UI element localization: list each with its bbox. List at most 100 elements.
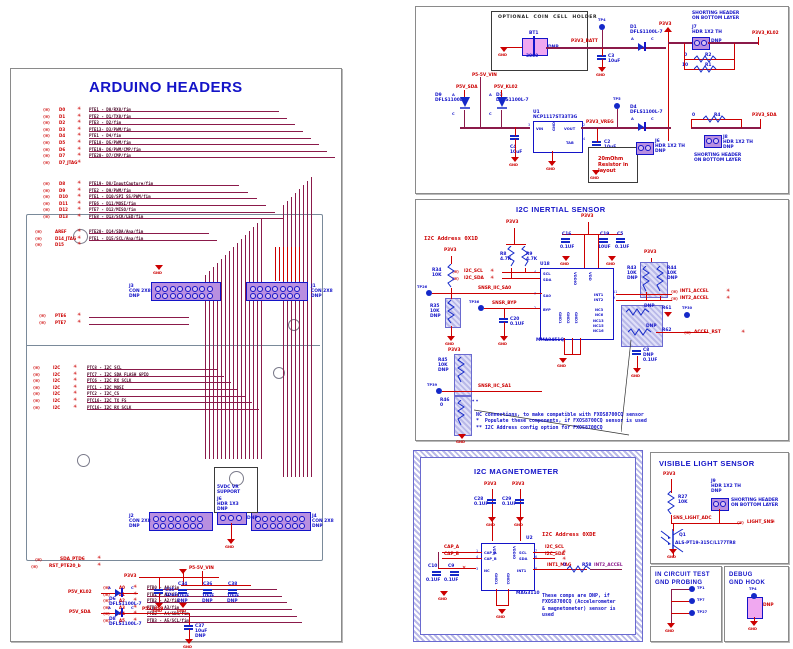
magnetometer-note: These comps are DNP, if FXOS8700CQ (Acce…	[542, 593, 616, 619]
bus-wire	[311, 177, 312, 477]
port-symbol: ⟨≡⟩	[43, 159, 51, 165]
j9-wire	[719, 509, 720, 523]
connector-pin	[294, 293, 301, 299]
net-label-sda-ptd6: SDA_PTD6	[60, 557, 85, 562]
net-label-sns-light-adc: SNS_LIGHT_ADC	[673, 516, 712, 521]
testpoint-tp7[interactable]	[689, 598, 695, 604]
connector-pin	[287, 286, 293, 292]
shorting-note: SHORTING HEADER ON BOTTOM LAYER	[731, 498, 779, 509]
signal-wire	[89, 205, 266, 206]
gnd-symbol	[185, 639, 193, 644]
signal-wire	[89, 317, 189, 319]
connector-j5-pin	[236, 515, 242, 521]
signal-descriptor: PTE3 - D2/fim	[89, 120, 122, 126]
signal-descriptor: PTE2 - D9/PWM/fim	[89, 187, 131, 193]
connector-pin	[272, 293, 279, 299]
ic-pin-vddio: VDDIO	[512, 546, 516, 560]
connector-pin	[279, 293, 286, 299]
testpoint-tp30[interactable]	[684, 312, 690, 318]
port-symbol-light: ⟨≡⟩	[737, 520, 745, 525]
testpoint-tp26[interactable]	[426, 290, 432, 296]
junction-cross-icon: ✳	[726, 295, 731, 301]
connector-j3[interactable]	[151, 282, 221, 301]
cap-c5-value: 0.1UF	[615, 245, 630, 250]
signal-descriptor: PTE1 - D15/SCL/Ana/fim	[89, 235, 144, 241]
ic-pin-sda: SDA	[543, 278, 552, 282]
net-label-p5v-usb: P5V_USB	[142, 607, 164, 612]
ic-pin-nc: NC	[484, 569, 490, 573]
testpoint-tp36[interactable]	[478, 305, 484, 311]
port-symbol: ⟨≡⟩	[33, 398, 41, 403]
ic-pin-vdd: VDD	[492, 546, 496, 555]
j7-out-wire	[708, 42, 758, 44]
connector-j5-pin	[228, 515, 234, 521]
arduino-pin-label: A0	[119, 585, 125, 590]
signal-descriptor: PTC6 - I2C_RX_SCLK	[87, 378, 132, 384]
battery-bt1-designator: BT1	[529, 31, 539, 36]
junction-cross-icon: ✳	[77, 213, 82, 219]
signal-descriptor: PTE20- D7/CMP/fim	[89, 153, 131, 159]
resistor-r8-symbol	[507, 246, 515, 267]
header-j6-pin	[645, 145, 651, 151]
connector-pin	[153, 516, 159, 522]
cap-c37-wire	[189, 629, 190, 639]
diode-d4-anode-pin: A	[631, 117, 634, 121]
ic-pin-gnd3: GND3	[574, 312, 578, 324]
testpoint-tp5[interactable]	[614, 103, 620, 109]
junction-cross-icon: ✳	[73, 390, 78, 397]
r1-wire	[684, 69, 734, 70]
signal-wire	[89, 117, 287, 119]
mount-hole-4	[77, 454, 90, 467]
junction-cross-icon: ✳	[77, 312, 82, 318]
cap-c16-value: 0.1UF	[560, 245, 575, 250]
nc-wire	[438, 568, 476, 569]
transistor-q1-designator: Q1	[679, 533, 686, 538]
vr-support-hole	[229, 471, 244, 486]
connector-pin	[192, 293, 198, 299]
junction-cross-icon: ✳	[133, 617, 138, 623]
connector-pin	[269, 523, 276, 529]
header-j7-dnp: DNP	[711, 39, 722, 44]
ic-pin-nc6: NC6	[595, 313, 604, 317]
ic-pin-7-num: 7	[534, 292, 537, 296]
testpoint-tp27[interactable]	[689, 610, 695, 616]
junction-cross-icon: ✳	[73, 403, 78, 410]
testpoint-tp4[interactable]	[599, 24, 605, 30]
inertial-i2c-address: I2C Address 0X1D	[424, 236, 478, 242]
resistor-r43-symbol	[642, 266, 650, 292]
panel-debug-gnd-hook: DEBUG GND HOOK TP4 DNP GND	[724, 566, 789, 642]
testpoint-tp26-label: TP26	[417, 285, 428, 289]
arduino-pin-label: A2	[119, 598, 125, 604]
testpoint-tp39[interactable]	[436, 388, 442, 394]
testpoint-tp4[interactable]	[751, 593, 757, 599]
resistor-r45-symbol	[457, 357, 465, 383]
connector-j2[interactable]	[149, 512, 213, 531]
connector-j1[interactable]	[246, 282, 308, 301]
gnd-label: GND	[225, 545, 234, 549]
port-symbol: ⟨≡⟩	[43, 120, 51, 126]
inertial-notes: NC connections, to make compatible with …	[476, 412, 647, 431]
connector-j4[interactable]	[251, 512, 311, 531]
cap-a-wire	[442, 552, 482, 553]
d9-out-wire	[464, 110, 465, 128]
signal-wire	[147, 595, 282, 597]
connector-pin	[250, 286, 256, 292]
junction-cross-icon: ✳	[73, 370, 78, 377]
ict-title: IN CIRCUIT TEST GND PROBING	[655, 572, 710, 586]
arduino-pin-label: I2C	[53, 404, 61, 410]
regulator-pin-gnd: GND	[552, 122, 556, 131]
cap-c10-value: 0.1UF	[426, 578, 441, 583]
cap-b-wire	[442, 558, 482, 559]
ict-branch	[671, 601, 691, 602]
ic-gnd-rail	[496, 605, 509, 606]
bus-wire	[217, 263, 218, 459]
batt-rail	[546, 47, 666, 49]
ic-pin-int1: INT1	[594, 293, 604, 297]
signal-descriptor: PTB0 - A0/fim	[147, 585, 180, 590]
bus-wire	[205, 275, 206, 459]
gnd-symbol	[458, 434, 466, 439]
shorting-note-2: SHORTING HEADER ON BOTTOM LAYER	[694, 153, 742, 164]
vreg-input-rail	[460, 127, 530, 129]
p3v3-wire	[671, 479, 672, 493]
testpoint-tp1[interactable]	[689, 586, 695, 592]
